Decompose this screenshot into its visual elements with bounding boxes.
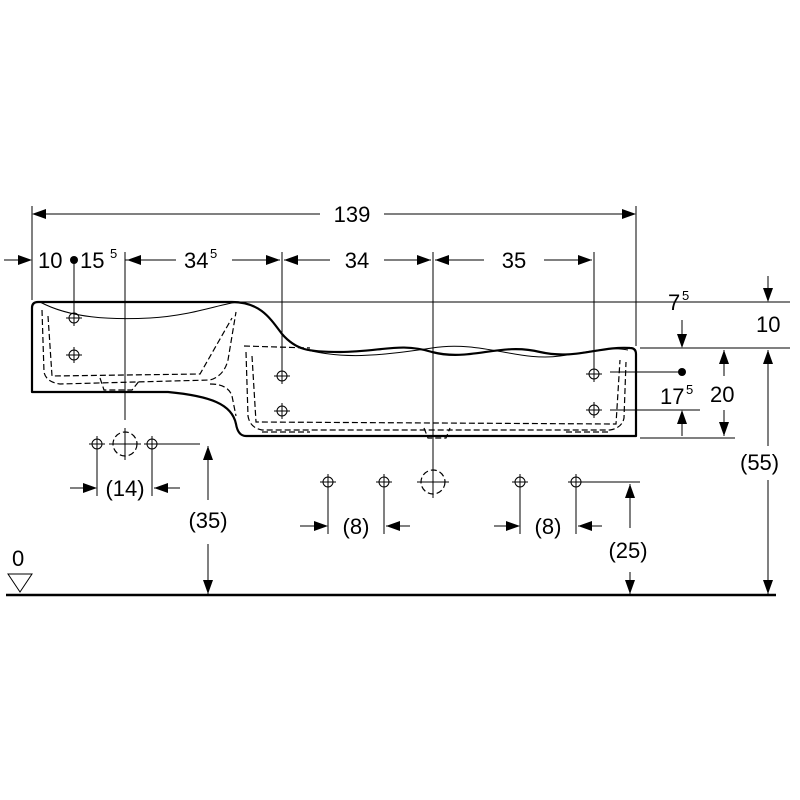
hole-height-sup: 5 <box>686 382 693 397</box>
basin-right-inner-dashed-2 <box>251 355 621 425</box>
left-spacing-label: (14) <box>105 476 144 501</box>
right-side-dimensions: 7 5 10 17 5 20 (55) <box>238 276 790 594</box>
supply-hole-marker <box>568 474 584 490</box>
hole-markers-basin <box>66 310 602 419</box>
left-edge-label: 10 <box>38 248 62 273</box>
first-hole-label: 15 <box>80 248 104 273</box>
supply-hole-marker <box>376 474 392 490</box>
waste-outlet-marker <box>417 466 449 498</box>
datum-label: 0 <box>12 546 24 571</box>
fixing-hole-marker <box>274 368 290 384</box>
body-height-label: 20 <box>710 382 734 407</box>
left-height-label: (35) <box>188 508 227 533</box>
basin-outline <box>30 300 638 438</box>
second-spacing-sup: 5 <box>210 246 217 261</box>
overall-width-dimension: 139 <box>31 202 637 346</box>
basin-left-rim-wave <box>39 301 239 320</box>
top-offset-label: 7 <box>668 290 680 315</box>
third-spacing-label: 34 <box>345 248 369 273</box>
right-connection-group: (8) (8) (25) <box>300 466 648 594</box>
center-spacing-label: (8) <box>343 514 370 539</box>
basin-right-rim-wave <box>299 345 629 358</box>
top-offset-sup: 5 <box>682 288 689 303</box>
basin-right-inner-dashed <box>243 345 627 431</box>
supply-hole-marker <box>144 436 160 452</box>
rim-height-label: 10 <box>756 312 780 337</box>
supply-hole-marker <box>89 436 105 452</box>
supply-hole-marker <box>320 474 336 490</box>
right-spacing-label: (8) <box>535 514 562 539</box>
total-height-label: (55) <box>740 450 779 475</box>
top-chain-dimensions: 10 15 5 34 5 34 35 <box>4 246 595 480</box>
left-connection-group: (14) (35) <box>70 428 228 594</box>
overall-width-label: 139 <box>334 202 371 227</box>
fixing-hole-marker <box>66 310 82 326</box>
fixing-hole-marker <box>586 402 602 418</box>
basin-left-inner-dashed-2 <box>47 315 233 377</box>
basin-left-base-dashed <box>99 377 141 391</box>
basin-left-inner-dashed <box>41 309 237 385</box>
basin-side-dashed <box>209 383 237 417</box>
fourth-spacing-label: 35 <box>502 248 526 273</box>
fixing-hole-marker <box>66 347 82 363</box>
second-spacing-label: 34 <box>184 248 208 273</box>
supply-hole-marker <box>512 474 528 490</box>
hole-height-label: 17 <box>660 384 684 409</box>
fixing-hole-marker <box>586 366 602 382</box>
basin-right-base-dashed <box>262 427 610 439</box>
right-height-label: (25) <box>608 538 647 563</box>
first-hole-sup: 5 <box>110 246 117 261</box>
datum-triangle-icon <box>7 573 33 593</box>
fixing-hole-marker <box>274 403 290 419</box>
waste-outlet-marker <box>109 428 141 460</box>
